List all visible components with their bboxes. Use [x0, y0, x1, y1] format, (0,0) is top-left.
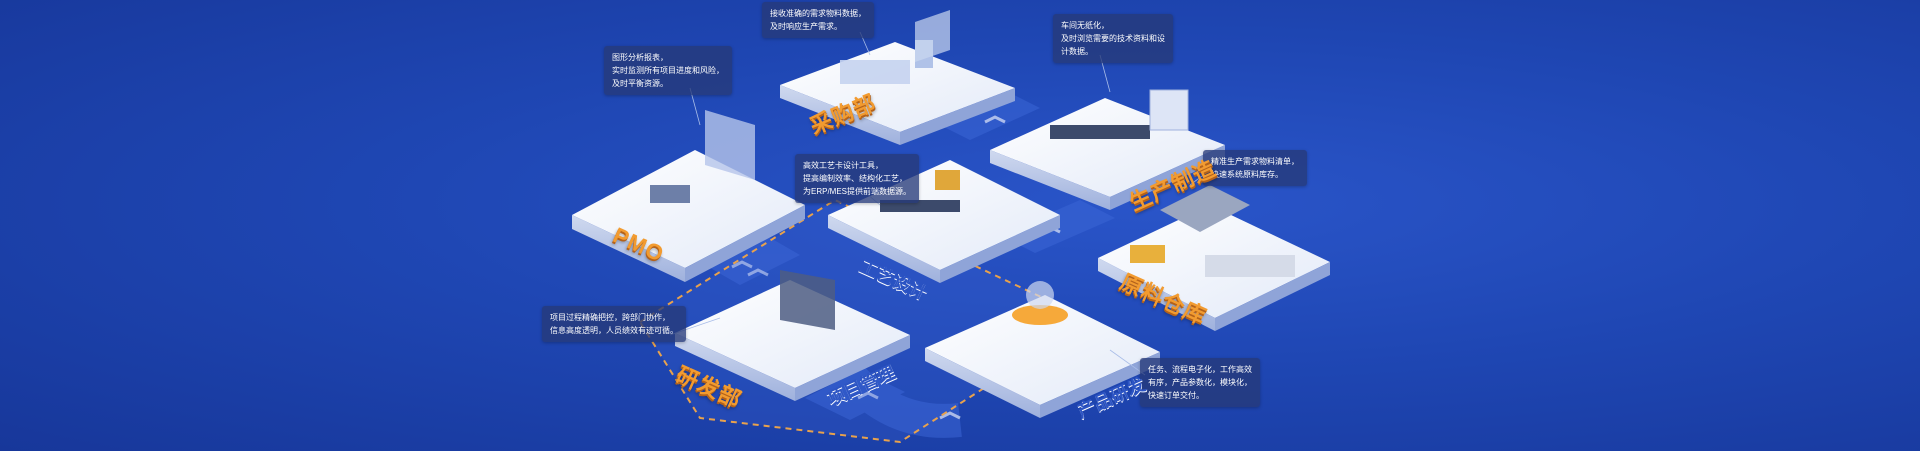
process-platform: [828, 160, 1060, 283]
purchase-platform: [780, 10, 1015, 145]
warehouse-note: 精准生产需求物料清单， 快速系统原料库存。: [1203, 150, 1307, 186]
product-platform: [925, 281, 1160, 418]
pmo-note: 图形分析报表， 实时监测所有项目进度和风险， 及时平衡资源。: [604, 46, 732, 95]
pmo-platform: [572, 110, 805, 282]
process-note: 高效工艺卡设计工具， 提高编制效率、结构化工艺， 为ERP/MES提供前端数据源…: [795, 154, 920, 203]
product-note: 任务、流程电子化，工作高效 有序，产品参数化，模块化， 快速订单交付。: [1140, 358, 1260, 407]
purchase-note: 接收准确的需求物料数据， 及时响应生产需求。: [762, 2, 874, 38]
project-note: 项目过程精确把控，跨部门协作， 信息高度透明，人员绩效有迹可循。: [542, 306, 686, 342]
warehouse-platform: [1098, 185, 1330, 331]
workshop-note: 车间无纸化， 及时浏览需要的技术资料和设 计数据。: [1053, 14, 1173, 63]
project-platform: [675, 270, 910, 401]
production-platform: [990, 89, 1225, 210]
